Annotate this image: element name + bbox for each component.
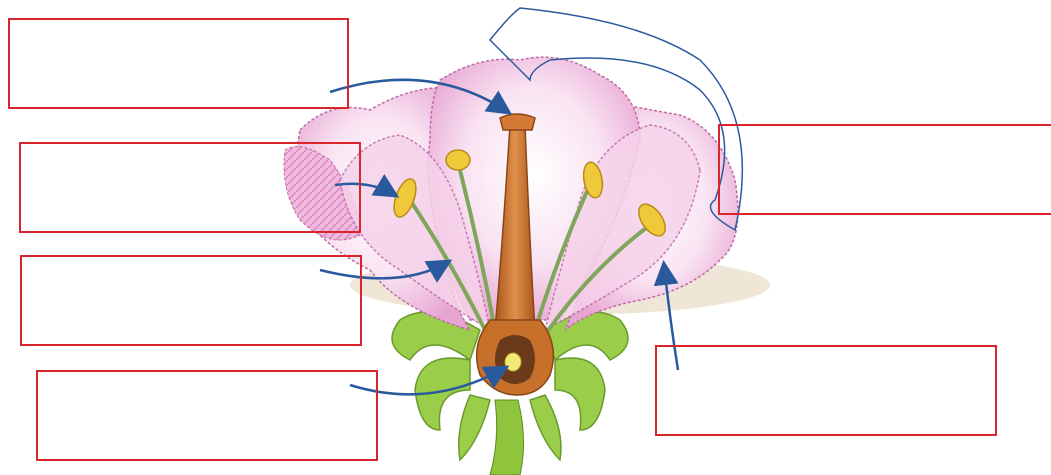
ovule: [505, 353, 521, 371]
label-box-anther-text: [21, 144, 359, 156]
label-box-petals-text: [720, 126, 1051, 138]
label-box-filament-text: [22, 257, 360, 269]
label-box-ovary[interactable]: [36, 370, 378, 461]
stigma: [500, 114, 535, 130]
label-box-stigma[interactable]: [8, 18, 349, 109]
label-box-petal[interactable]: [655, 345, 997, 436]
stem: [490, 400, 524, 475]
label-box-ovary-text: [38, 372, 376, 384]
label-box-filament[interactable]: [20, 255, 362, 346]
label-box-petal-text: [657, 347, 995, 359]
label-box-petals[interactable]: [718, 124, 1051, 215]
anther-2: [446, 150, 470, 170]
label-box-stigma-text: [10, 20, 347, 32]
label-box-anther[interactable]: [19, 142, 361, 233]
